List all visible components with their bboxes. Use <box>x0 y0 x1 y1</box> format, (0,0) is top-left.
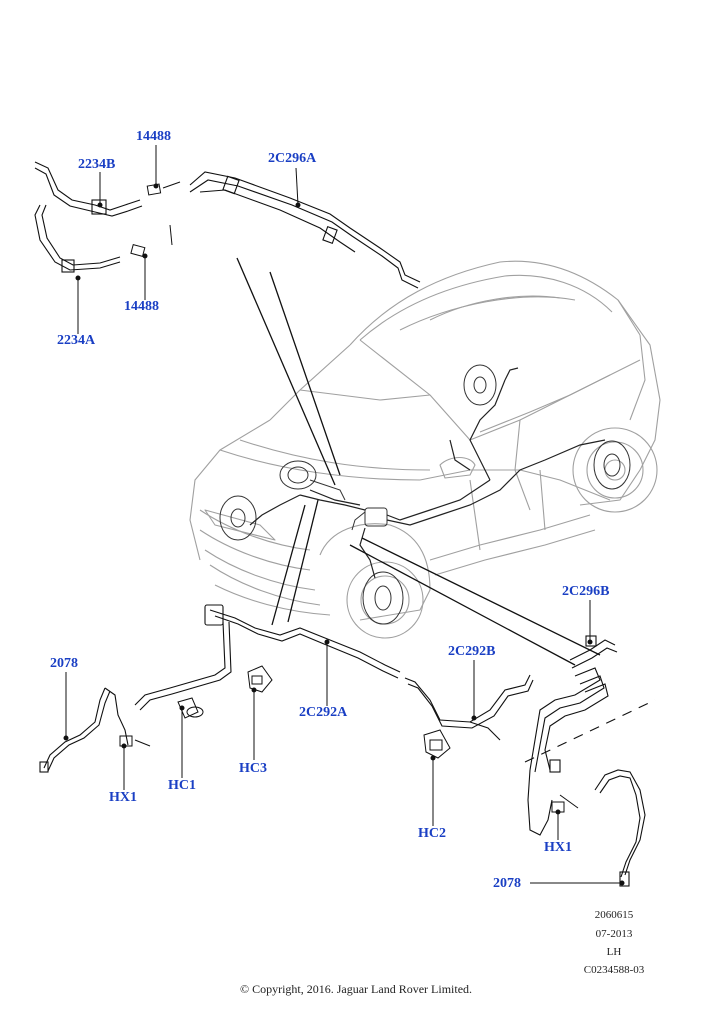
pipe-2234b <box>34 161 143 217</box>
label-2078-left[interactable]: 2078 <box>50 656 78 671</box>
reference-number: 2060615 <box>594 909 634 921</box>
brake-disc-rear-right <box>593 440 631 490</box>
label-2c292a[interactable]: 2C292A <box>299 705 348 720</box>
union-14488-top <box>146 181 181 196</box>
pipe-2c292a <box>134 604 401 711</box>
label-hc1[interactable]: HC1 <box>168 778 196 793</box>
label-2234b[interactable]: 2234B <box>78 157 116 172</box>
label-hc3[interactable]: HC3 <box>239 761 267 776</box>
pipe-2c296b <box>527 635 618 836</box>
brake-disc-front-right <box>219 495 257 541</box>
vehicle-outline <box>189 260 661 621</box>
inset-leaders <box>236 257 601 666</box>
wheel-front-left <box>346 561 424 639</box>
label-hc2[interactable]: HC2 <box>418 826 446 841</box>
brake-booster <box>279 460 346 501</box>
hose-2078-right <box>594 769 646 887</box>
clip-hc1 <box>177 697 204 719</box>
label-leaders <box>63 145 625 886</box>
dashed-separator <box>524 699 656 763</box>
clip-hc2 <box>423 729 451 759</box>
clip-hx1-right <box>551 794 579 813</box>
union-14488-bottom <box>130 224 173 257</box>
label-2078-right[interactable]: 2078 <box>493 876 521 891</box>
pipe-2c292b <box>404 674 534 741</box>
wheel-rear-right <box>572 427 658 513</box>
pipe-2234a <box>34 204 121 273</box>
drive-side: LH <box>606 946 622 958</box>
clip-hc3 <box>247 665 273 693</box>
vehicle-brake-pipes <box>249 367 606 579</box>
label-hx1-right[interactable]: HX1 <box>544 840 572 855</box>
label-2c296b[interactable]: 2C296B <box>562 584 610 599</box>
label-2234a[interactable]: 2234A <box>57 333 96 348</box>
issue-date: 07-2013 <box>595 928 633 940</box>
brake-disc-front-left <box>362 571 404 625</box>
label-14488-bottom[interactable]: 14488 <box>124 299 159 314</box>
brake-disc-rear-left <box>463 364 497 406</box>
label-2c296a[interactable]: 2C296A <box>268 151 317 166</box>
copyright-notice: © Copyright, 2016. Jaguar Land Rover Lim… <box>239 982 473 996</box>
abs-modulator <box>351 507 388 531</box>
label-2c292b[interactable]: 2C292B <box>448 644 496 659</box>
hose-2078-left <box>39 687 129 773</box>
diagram-code: C0234588-03 <box>583 964 645 976</box>
pipe-2c296a <box>189 171 421 289</box>
label-14488-top[interactable]: 14488 <box>136 129 171 144</box>
label-hx1-left[interactable]: HX1 <box>109 790 137 805</box>
